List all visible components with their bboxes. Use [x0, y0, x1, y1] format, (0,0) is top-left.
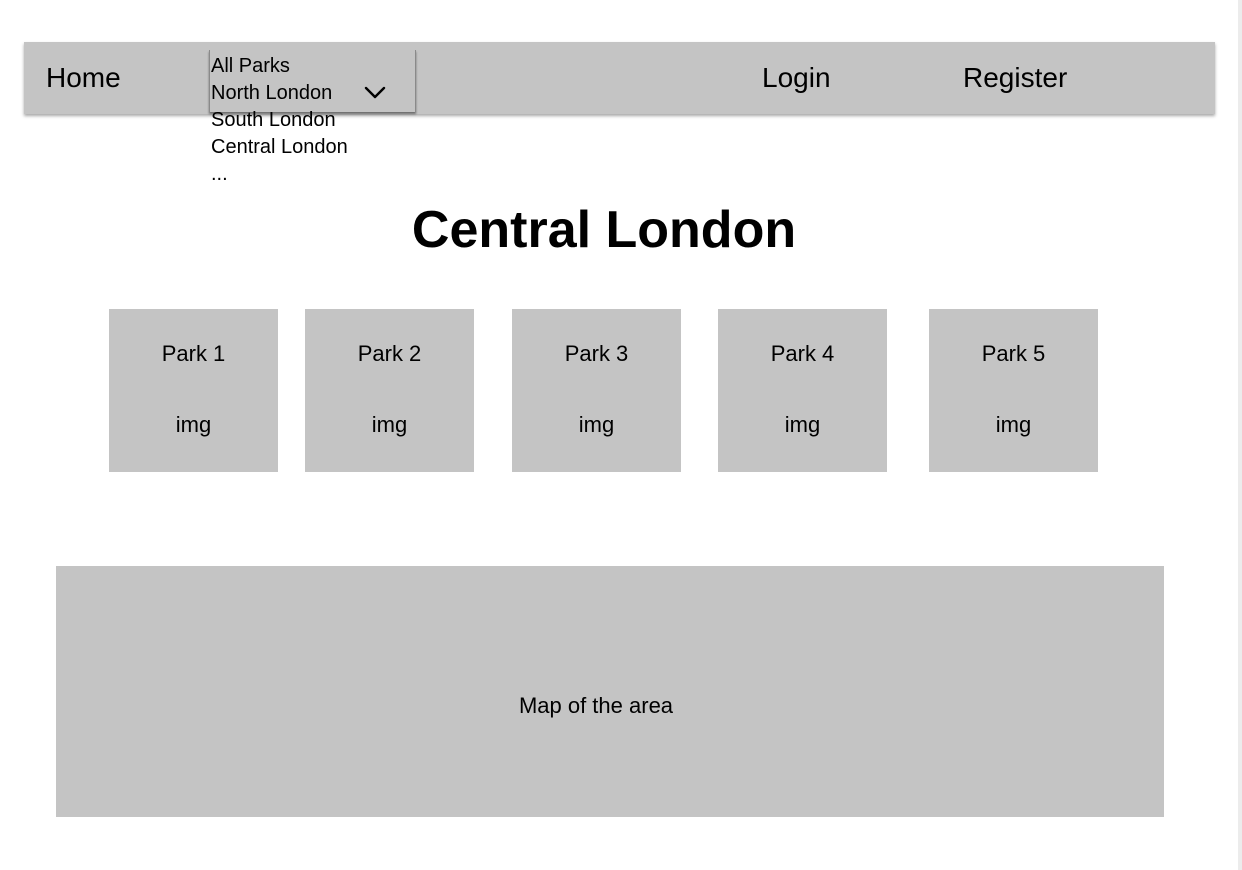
park-name: Park 4 [770, 341, 835, 366]
park-card[interactable]: Park 4 img [718, 309, 887, 472]
register-link[interactable]: Register [963, 62, 1068, 93]
park-image-placeholder: img [784, 412, 821, 437]
park-card[interactable]: Park 5 img [929, 309, 1098, 472]
dropdown-option-central-london[interactable]: Central London [211, 136, 348, 158]
park-image-placeholder: img [371, 412, 408, 437]
park-card[interactable]: Park 1 img [109, 309, 278, 472]
park-image-placeholder: img [175, 412, 212, 437]
region-dropdown[interactable] [209, 50, 416, 112]
dropdown-option-north-london[interactable]: North London [211, 82, 333, 104]
park-card[interactable]: Park 2 img [305, 309, 474, 472]
area-map[interactable]: Map of the area [56, 566, 1164, 817]
park-image-placeholder: img [995, 412, 1032, 437]
page-title: Central London [411, 201, 797, 259]
scrollbar-track[interactable] [1238, 0, 1242, 870]
home-link[interactable]: Home [46, 62, 121, 93]
park-card[interactable]: Park 3 img [512, 309, 681, 472]
dropdown-option-more[interactable]: ... [211, 163, 228, 185]
park-name: Park 1 [161, 341, 226, 366]
park-name: Park 2 [357, 341, 422, 366]
chevron-down-icon[interactable] [364, 84, 386, 100]
map-label: Map of the area [518, 693, 674, 718]
dropdown-option-all-parks[interactable]: All Parks [211, 55, 290, 77]
login-link[interactable]: Login [762, 62, 831, 93]
dropdown-option-south-london[interactable]: South London [211, 109, 336, 131]
region-dropdown-options: All Parks North London South London Cent… [211, 53, 348, 188]
top-navbar: Home Login Register [24, 42, 1215, 114]
park-image-placeholder: img [578, 412, 615, 437]
park-name: Park 3 [564, 341, 629, 366]
park-name: Park 5 [981, 341, 1046, 366]
